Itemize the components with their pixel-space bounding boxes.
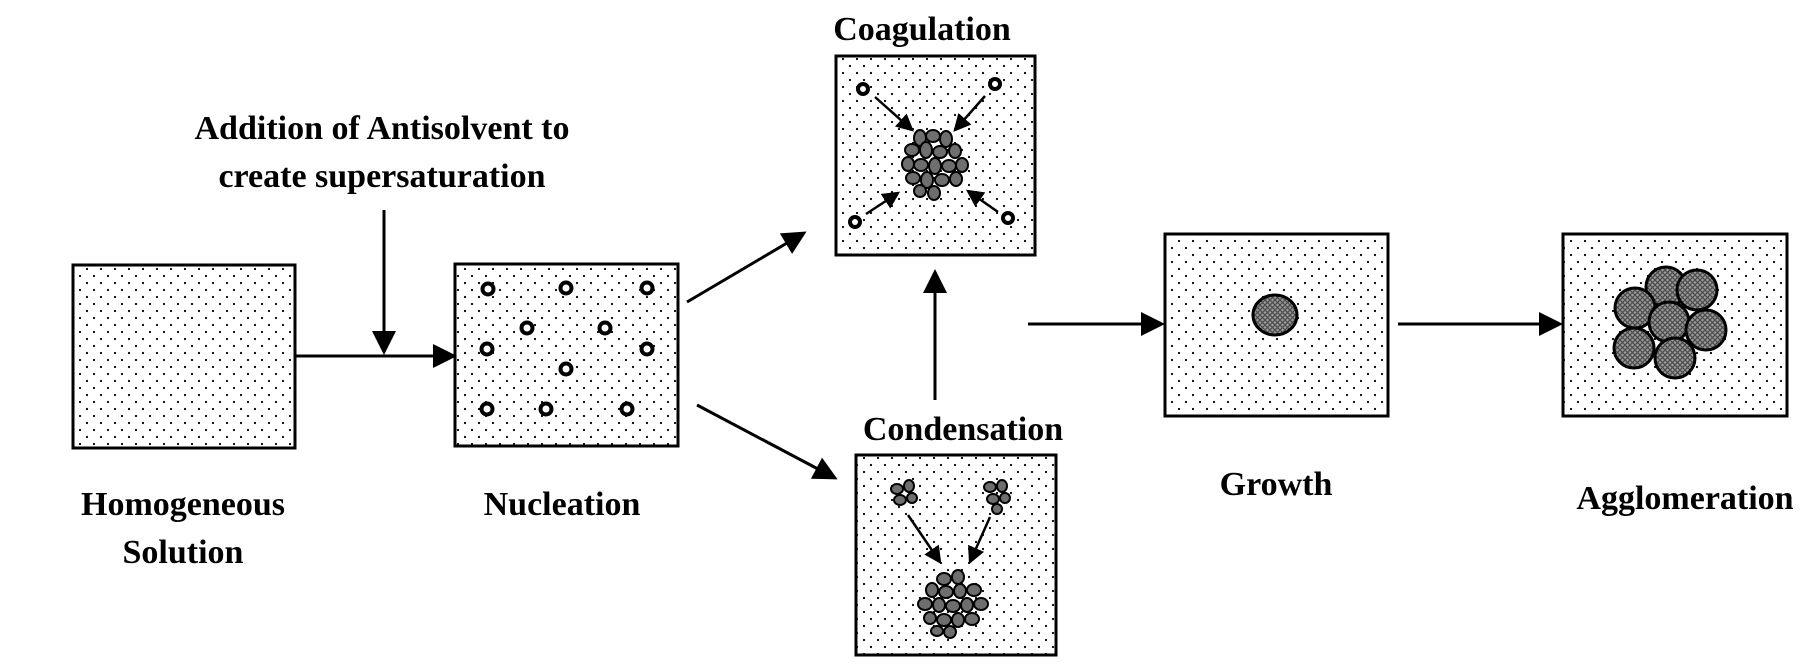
nucleation-to-coagulation-arrow [686, 231, 807, 304]
nucleation-nuclei [479, 280, 655, 417]
agglomerate [1612, 265, 1728, 380]
homogeneous-solution-box [71, 263, 297, 450]
coagulation-inward-arrows [865, 95, 999, 216]
condensation-inward-arrows [906, 514, 992, 565]
nucleation-label: Nucleation [484, 486, 641, 523]
grown-particle [1251, 293, 1299, 337]
nucleation-to-condensation-arrow [696, 403, 838, 480]
condensation-box [854, 453, 1058, 657]
agglomeration-label: Agglomeration [1576, 480, 1793, 517]
condensation-label: Condensation [863, 411, 1063, 448]
homogeneous-solution-label-line2: Solution [123, 534, 244, 571]
growth-label: Growth [1220, 466, 1333, 503]
condensation-small-clusters [890, 479, 1011, 515]
antisolvent-label-line2: create supersaturation [218, 158, 545, 195]
coagulation-particles [848, 77, 1015, 229]
coagulation-cluster [901, 129, 969, 201]
condensation-cluster [917, 569, 989, 639]
coagulation-label: Coagulation [833, 11, 1011, 48]
homogeneous-solution-label-line1: Homogeneous [81, 486, 285, 523]
antisolvent-label-line1: Addition of Antisolvent to [195, 110, 570, 147]
